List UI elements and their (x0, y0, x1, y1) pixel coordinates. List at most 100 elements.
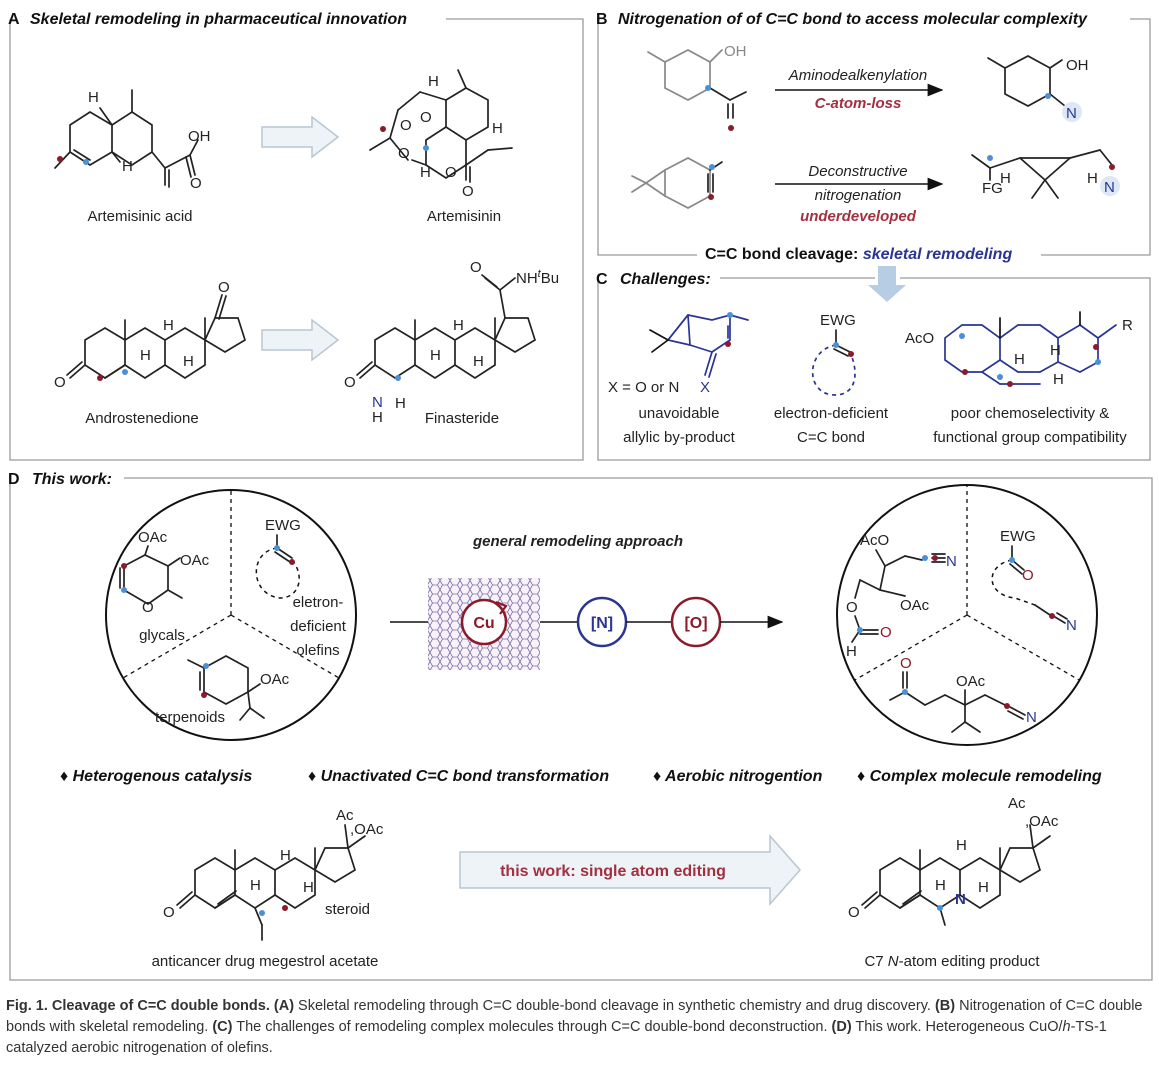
o-atom: O (163, 904, 175, 921)
oh-atom: OH (724, 43, 747, 60)
red-dot (121, 563, 127, 569)
blue-dot (709, 164, 715, 170)
oac-atom: OAc (956, 673, 986, 690)
androstenedione-label: Androstenedione (85, 410, 198, 427)
oac-atom: ,OAc (1025, 813, 1059, 830)
red-dot (1049, 613, 1055, 619)
h-atom: H (395, 395, 406, 412)
megestrol-label: anticancer drug megestrol acetate (152, 953, 379, 970)
terpenoids-label: terpenoids (155, 709, 225, 726)
o-atom: O (470, 259, 482, 276)
feature-item: ♦ Complex molecule remodeling (857, 768, 1102, 785)
reactant-1-structure: OH (647, 43, 747, 131)
ewg-atom: EWG (1000, 528, 1036, 545)
ewg-atom: EWG (820, 312, 856, 329)
o-atom: O (880, 624, 892, 641)
panel-d-letter: D (8, 471, 20, 488)
c7-product-structure: Ac ,OAc O N H H H (848, 795, 1059, 926)
ac-atom: Ac (1008, 795, 1026, 812)
blue-dot (727, 312, 733, 318)
cu-circle (460, 598, 508, 646)
h-atom: H (250, 877, 261, 894)
h-atom: H (473, 353, 484, 370)
h-atom: H (372, 409, 383, 426)
megestrol-structure: Ac ,OAc O H H H steroid (163, 807, 384, 941)
oh-atom: OH (1066, 57, 1089, 74)
reactant-2-structure (631, 157, 723, 209)
o-atom: O (846, 599, 858, 616)
product-1-structure: N OH (987, 55, 1089, 122)
cu-label: Cu (473, 615, 494, 632)
blue-dot (833, 342, 839, 348)
h-atom: H (140, 347, 151, 364)
red-dot (962, 369, 968, 375)
blue-dot (1009, 557, 1015, 563)
finasteride-structure: O NHtBu O N H H H H H (344, 259, 559, 426)
h-atom: H (978, 879, 989, 896)
h-atom: H (88, 89, 99, 106)
panel-c-title: Challenges: (620, 271, 711, 288)
panel-b-footer: C=C bond cleavage: skeletal remodeling (705, 246, 1012, 263)
n-highlight (1100, 176, 1120, 196)
h-atom: H (1000, 170, 1011, 187)
panel-b: B Nitrogenation of of C=C bond to access… (596, 11, 1151, 263)
artemisinin-label: Artemisinin (427, 208, 501, 225)
challenge-1-structure: X (649, 312, 749, 396)
reaction-2-line2: nitrogenation (815, 187, 902, 204)
cycle-arrow-icon (495, 600, 508, 615)
panel-d-title: This work: (32, 471, 112, 488)
panel-d: D This work: OAc OAc O glycals EWG (8, 471, 1153, 981)
red-dot (97, 375, 103, 381)
artemisinic-acid-label: Artemisinic acid (87, 208, 192, 225)
figure-caption: Fig. 1. Cleavage of C=C double bonds. (A… (6, 998, 1143, 1056)
red-dot (1004, 703, 1010, 709)
o-atom: O (142, 599, 154, 616)
blue-dot (395, 375, 401, 381)
red-dot (848, 351, 854, 357)
product-2-structure: FG H H N (971, 149, 1120, 199)
o-atom: O (218, 279, 230, 296)
blue-dot (987, 155, 993, 161)
h-atom: H (280, 847, 291, 864)
oac-atom: ,OAc (350, 821, 384, 838)
red-dot (57, 156, 63, 162)
red-dot (708, 194, 714, 200)
challenge-3-structure: AcO R H H H (905, 311, 1133, 388)
blue-dot (937, 905, 943, 911)
approach-label: general remodeling approach (472, 533, 683, 550)
h-atom: H (956, 837, 967, 854)
challenge-2-structure: EWG (811, 312, 856, 396)
blue-dot (705, 85, 711, 91)
o-atom: O (54, 374, 66, 391)
h-atom: H (122, 158, 133, 175)
o-atom: O (398, 145, 410, 162)
blue-dot (121, 587, 127, 593)
n-atom: N (1066, 105, 1077, 122)
h-atom: H (935, 877, 946, 894)
challenge-2-line1: electron-deficient (774, 405, 889, 422)
o-atom: O (1022, 567, 1034, 584)
red-dot (1109, 164, 1115, 170)
panel-a-title: Skeletal remodeling in pharmaceutical in… (30, 11, 407, 28)
h-atom: H (430, 347, 441, 364)
o-atom: O (344, 374, 356, 391)
red-dot (289, 559, 295, 565)
blue-dot (122, 369, 128, 375)
x-label: X = O or N (608, 379, 679, 396)
n-step-label: [N] (591, 615, 613, 632)
challenge-1-line2: allylic by-product (623, 429, 736, 446)
reaction-2-line3: underdeveloped (800, 208, 917, 225)
steroid-label: steroid (325, 901, 370, 918)
oac-atom: OAc (138, 529, 168, 546)
olefins-line1: eletron- (293, 594, 344, 611)
challenge-2-line2: C=C bond (797, 429, 865, 446)
aco-atom: AcO (905, 330, 934, 347)
oh-atom: OH (188, 128, 211, 145)
olefins-line2: deficient (290, 618, 347, 635)
n-atom: N (1066, 617, 1077, 634)
o-atom: O (848, 904, 860, 921)
blue-dot (274, 545, 280, 551)
blue-dot (259, 910, 265, 916)
r-atom: R (1122, 317, 1133, 334)
h-atom: H (453, 317, 464, 334)
